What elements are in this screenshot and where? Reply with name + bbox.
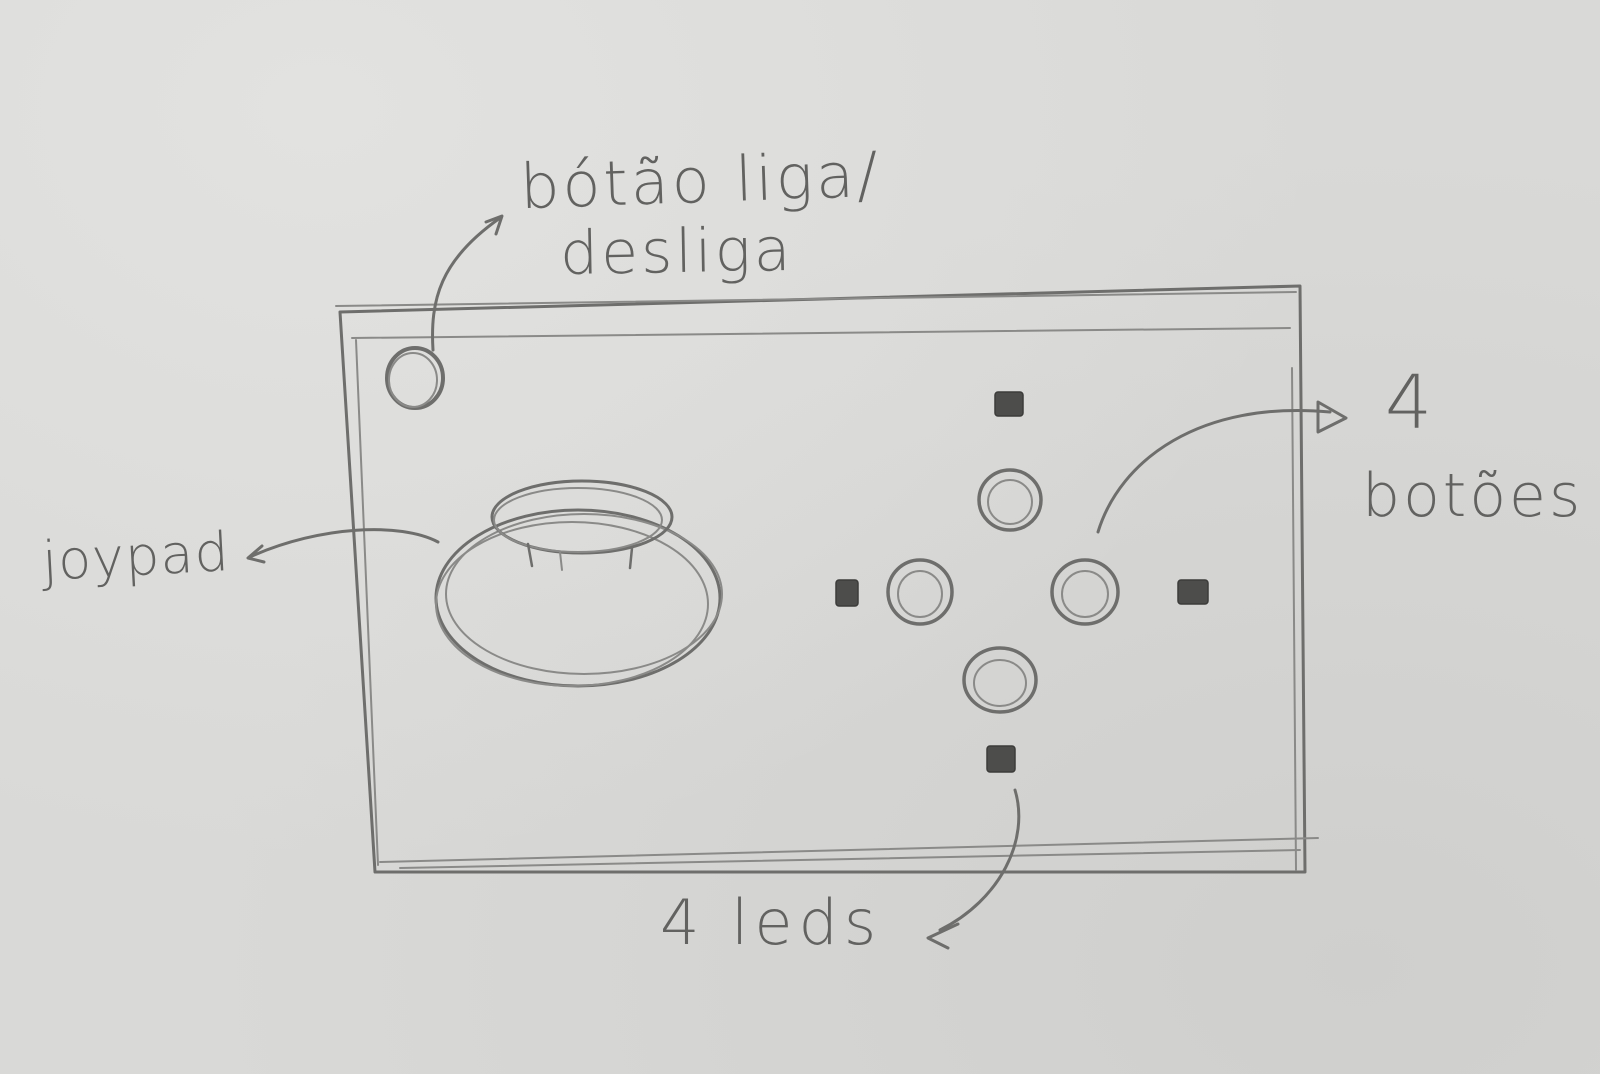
action-button-top xyxy=(979,470,1041,530)
action-buttons xyxy=(888,470,1118,712)
joypad-arrow xyxy=(248,530,438,562)
power-button-label-line2: desliga xyxy=(559,220,793,284)
buttons-arrow xyxy=(1098,402,1346,532)
device-outline xyxy=(336,286,1318,872)
led-bottom xyxy=(987,746,1015,772)
power-button-label-line1: bótão liga/ xyxy=(519,144,882,219)
power-arrow xyxy=(433,216,502,350)
led-right xyxy=(1178,580,1208,604)
action-button-right xyxy=(1052,560,1118,624)
joypad-label: joypad xyxy=(41,525,231,589)
leds-arrow xyxy=(928,790,1019,948)
buttons-label-text: botões xyxy=(1362,466,1583,526)
buttons-label-count: 4 xyxy=(1385,366,1435,440)
led-top xyxy=(995,392,1023,416)
leds xyxy=(836,392,1208,772)
power-button xyxy=(387,348,443,408)
joypad-shape xyxy=(436,481,722,686)
led-left xyxy=(836,580,858,606)
leds-label: 4 leds xyxy=(660,892,882,954)
action-button-bottom xyxy=(964,648,1036,712)
action-button-left xyxy=(888,560,952,624)
